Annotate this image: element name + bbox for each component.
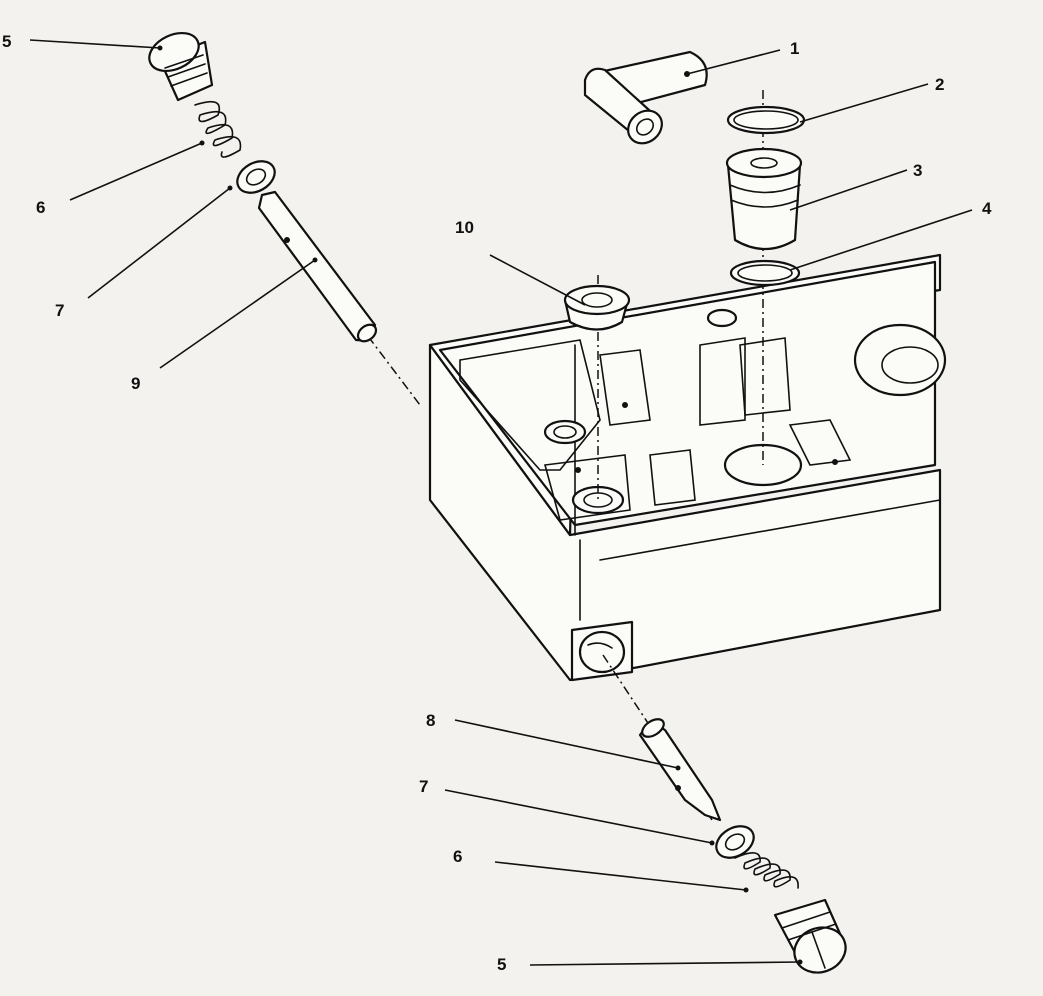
part-4-o-ring xyxy=(729,259,801,287)
callout-4: 4 xyxy=(982,199,992,218)
bottom-assembly xyxy=(638,718,847,974)
callout-10: 10 xyxy=(455,218,474,237)
part-10-seat xyxy=(563,284,631,331)
part-2-o-ring xyxy=(726,105,806,135)
part-3-filter xyxy=(725,147,803,250)
callout-2: 2 xyxy=(935,75,944,94)
callout-8: 8 xyxy=(426,711,435,730)
part-1-elbow-tube xyxy=(583,50,708,145)
callout-3: 3 xyxy=(913,161,922,180)
callout-labels: 5 6 7 9 10 1 2 3 4 8 7 6 5 xyxy=(2,32,992,974)
callout-7-bottom: 7 xyxy=(419,777,428,796)
callout-6-top: 6 xyxy=(36,198,45,217)
valve-body-housing xyxy=(428,253,947,682)
callout-7-top: 7 xyxy=(55,301,64,320)
callout-6-bottom: 6 xyxy=(453,847,462,866)
callout-5-bottom: 5 xyxy=(497,955,506,974)
callout-9: 9 xyxy=(131,374,140,393)
leader-lines xyxy=(29,39,973,966)
callout-5-top: 5 xyxy=(2,32,11,51)
callout-1: 1 xyxy=(790,39,799,58)
top-left-assembly xyxy=(148,31,378,343)
